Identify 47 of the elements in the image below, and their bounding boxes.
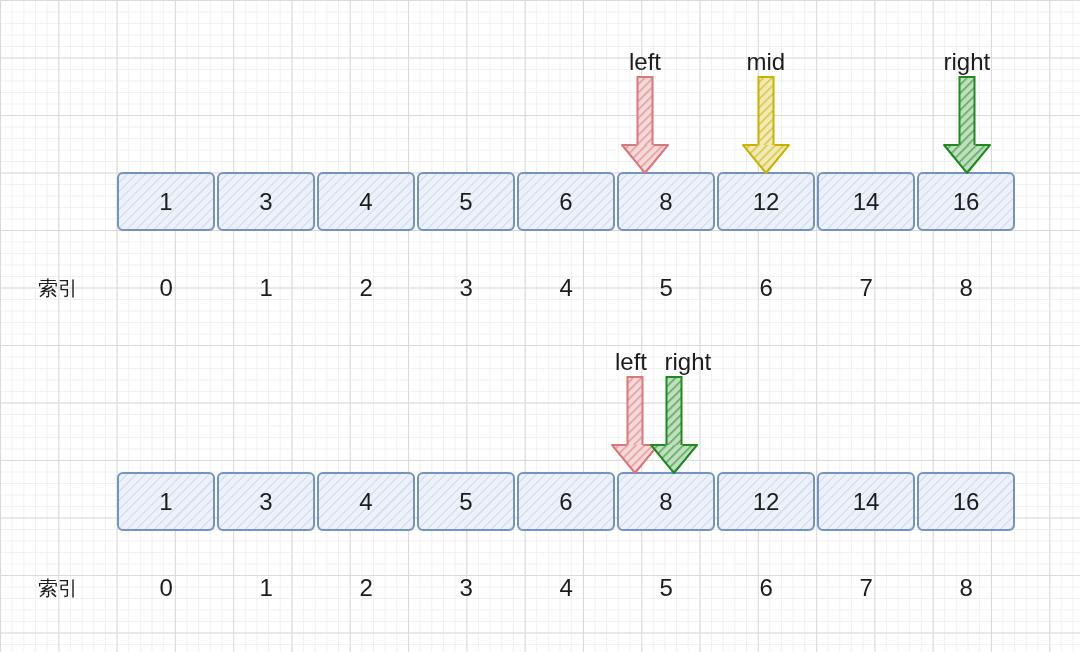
arrow <box>742 76 790 174</box>
index-number: 5 <box>659 274 673 302</box>
array-cell: 6 <box>517 172 615 231</box>
row-label: 索引 <box>38 276 78 301</box>
array-cell: 3 <box>217 172 315 231</box>
pointer-label: right <box>664 348 712 376</box>
arrow <box>650 376 698 474</box>
index-number: 8 <box>959 574 973 602</box>
array-cell: 5 <box>417 472 515 531</box>
array-cell: 14 <box>817 472 915 531</box>
pointer-label: right <box>943 48 991 76</box>
array-cell: 1 <box>117 472 215 531</box>
arrow <box>621 76 669 174</box>
pointer-label: left <box>629 48 661 76</box>
array-cell: 16 <box>917 172 1015 231</box>
index-number: 3 <box>459 274 473 302</box>
index-number: 1 <box>259 574 273 602</box>
row-label: 索引 <box>38 576 78 601</box>
index-number: 2 <box>359 574 373 602</box>
index-number: 8 <box>959 274 973 302</box>
array-cell: 5 <box>417 172 515 231</box>
array-cell: 8 <box>617 172 715 231</box>
arrow <box>943 76 991 174</box>
index-number: 2 <box>359 274 373 302</box>
array-cell: 4 <box>317 472 415 531</box>
array-cell: 6 <box>517 472 615 531</box>
array-cell: 16 <box>917 472 1015 531</box>
index-number: 0 <box>159 574 173 602</box>
index-number: 6 <box>759 574 773 602</box>
index-number: 5 <box>659 574 673 602</box>
pointer-label: mid <box>746 48 786 76</box>
array-cell: 3 <box>217 472 315 531</box>
index-number: 6 <box>759 274 773 302</box>
index-number: 0 <box>159 274 173 302</box>
pointer-label: left <box>615 348 647 376</box>
array-cell: 8 <box>617 472 715 531</box>
index-number: 7 <box>859 574 873 602</box>
array-cell: 14 <box>817 172 915 231</box>
index-number: 3 <box>459 574 473 602</box>
index-number: 4 <box>559 574 573 602</box>
array-cell: 12 <box>717 172 815 231</box>
array-cell: 4 <box>317 172 415 231</box>
index-number: 7 <box>859 274 873 302</box>
array-cell: 1 <box>117 172 215 231</box>
index-number: 4 <box>559 274 573 302</box>
array-cell: 12 <box>717 472 815 531</box>
index-number: 1 <box>259 274 273 302</box>
